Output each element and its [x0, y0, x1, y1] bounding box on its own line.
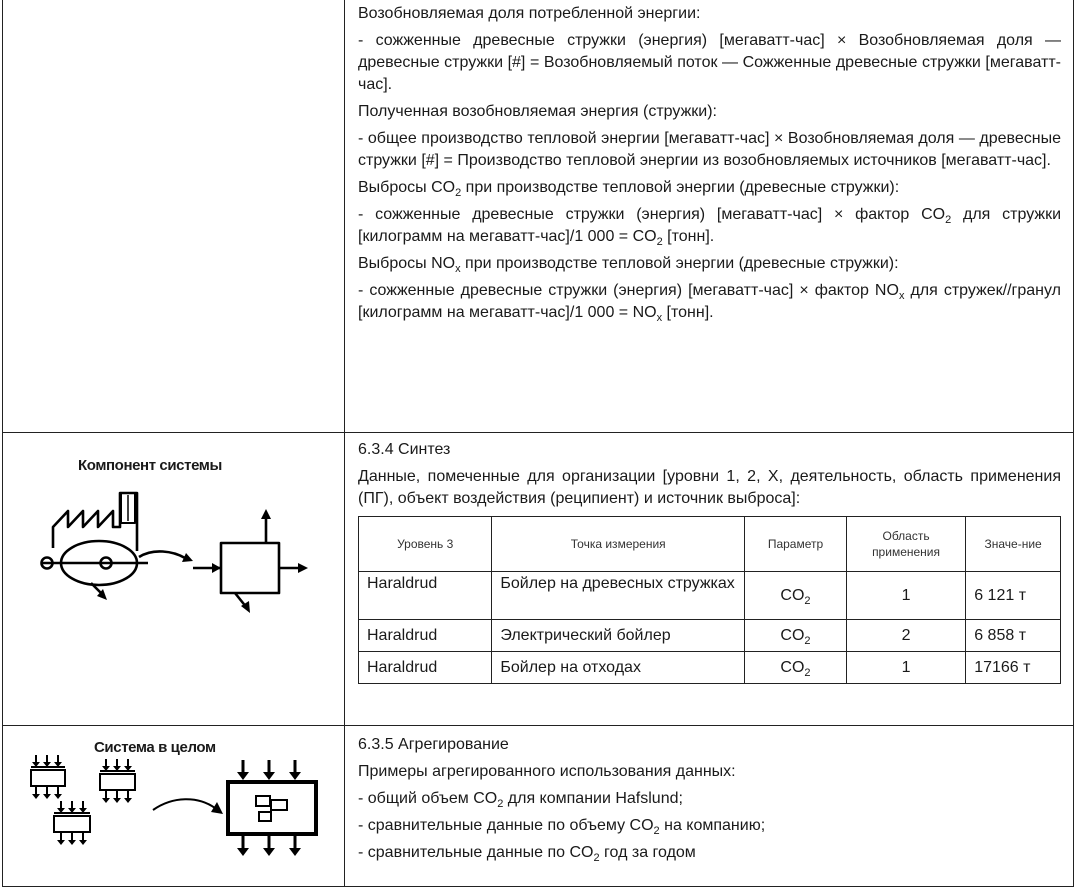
table-row: Haraldrud Бойлер на древесных стружках C…: [357, 571, 1061, 620]
renewable-energy-formula: - общее производство тепловой энергии [м…: [358, 130, 1061, 169]
renewable-share-formula: - сожженные древесные стружки (энергия) …: [358, 32, 1061, 93]
row-synthesis: Компонент системы: [2, 432, 1074, 726]
co2-emissions-formula: - сожженные древесные стружки (энергия) …: [358, 206, 1062, 248]
synthesis-intro: Данные, помеченные для организации [уров…: [358, 468, 1061, 507]
row-formulas: Возобновляемая доля потребленной энергии…: [2, 0, 1074, 433]
system-figure-cell: Система в целом: [2, 725, 345, 887]
column-header: Уровень 3: [357, 516, 493, 572]
nox-emissions-formula: - сожженные древесные стружки (энергия) …: [358, 282, 1061, 324]
table-header-row: Уровень 3 Точка измерения Параметр Облас…: [357, 516, 1061, 572]
point-cell: Бойлер на отходах: [491, 651, 746, 684]
synthesis-cell: 6.3.4 Синтез Данные, помеченные для орга…: [344, 432, 1074, 726]
aggregation-intro: Примеры агрегированного использования да…: [358, 763, 736, 780]
synthesis-data-table: Уровень 3 Точка измерения Параметр Облас…: [357, 516, 1061, 684]
renewable-share-heading: Возобновляемая доля потребленной энергии…: [358, 5, 701, 22]
aggregation-item: - сравнительные данные по объему CO2 на …: [358, 817, 766, 837]
co2-emissions-heading: Выбросы CO2 при производстве тепловой эн…: [358, 179, 900, 199]
aggregation-cell: 6.3.5 Агрегирование Примеры агрегированн…: [344, 725, 1074, 887]
value-cell: 6 858 т: [965, 619, 1061, 652]
column-header: Параметр: [744, 516, 847, 572]
value-cell: 17166 т: [965, 651, 1061, 684]
scope-cell: 2: [845, 619, 967, 652]
point-cell: Бойлер на древесных стружках: [491, 571, 746, 620]
whole-system-diagram: [30, 754, 318, 858]
level-cell: Haraldrud: [357, 571, 493, 620]
value-cell: 6 121 т: [965, 571, 1061, 620]
column-header: Значе-ние: [965, 516, 1061, 572]
nox-emissions-heading: Выбросы NOx при производстве тепловой эн…: [358, 255, 899, 275]
renewable-energy-heading: Полученная возобновляемая энергия (струж…: [358, 103, 717, 120]
param-cell: CO2: [744, 571, 847, 620]
system-figure-title: Система в целом: [94, 739, 216, 756]
component-figure-title: Компонент системы: [78, 457, 222, 474]
table-row: Haraldrud Бойлер на отходах CO2 1 17166 …: [357, 651, 1061, 684]
point-cell: Электрический бойлер: [491, 619, 746, 652]
level-cell: Haraldrud: [357, 619, 493, 652]
formulas-cell: Возобновляемая доля потребленной энергии…: [344, 0, 1074, 433]
scope-cell: 1: [845, 651, 967, 684]
row-aggregation: Система в целом: [2, 725, 1074, 887]
aggregation-heading: 6.3.5 Агрегирование: [358, 736, 509, 753]
param-cell: CO2: [744, 651, 847, 684]
aggregation-item: - сравнительные данные по CO2 год за год…: [358, 844, 696, 864]
column-header: Область применения: [845, 516, 967, 572]
component-system-diagram: [40, 491, 308, 613]
table-row: Haraldrud Электрический бойлер CO2 2 6 8…: [357, 619, 1061, 652]
synthesis-heading: 6.3.4 Синтез: [358, 441, 451, 458]
level-cell: Haraldrud: [357, 651, 493, 684]
left-empty-cell: [2, 0, 345, 433]
aggregation-item: - общий объем CO2 для компании Hafslund;: [358, 790, 683, 810]
component-figure-cell: Компонент системы: [2, 432, 345, 726]
scope-cell: 1: [845, 571, 967, 620]
column-header: Точка измерения: [491, 516, 746, 572]
param-cell: CO2: [744, 619, 847, 652]
